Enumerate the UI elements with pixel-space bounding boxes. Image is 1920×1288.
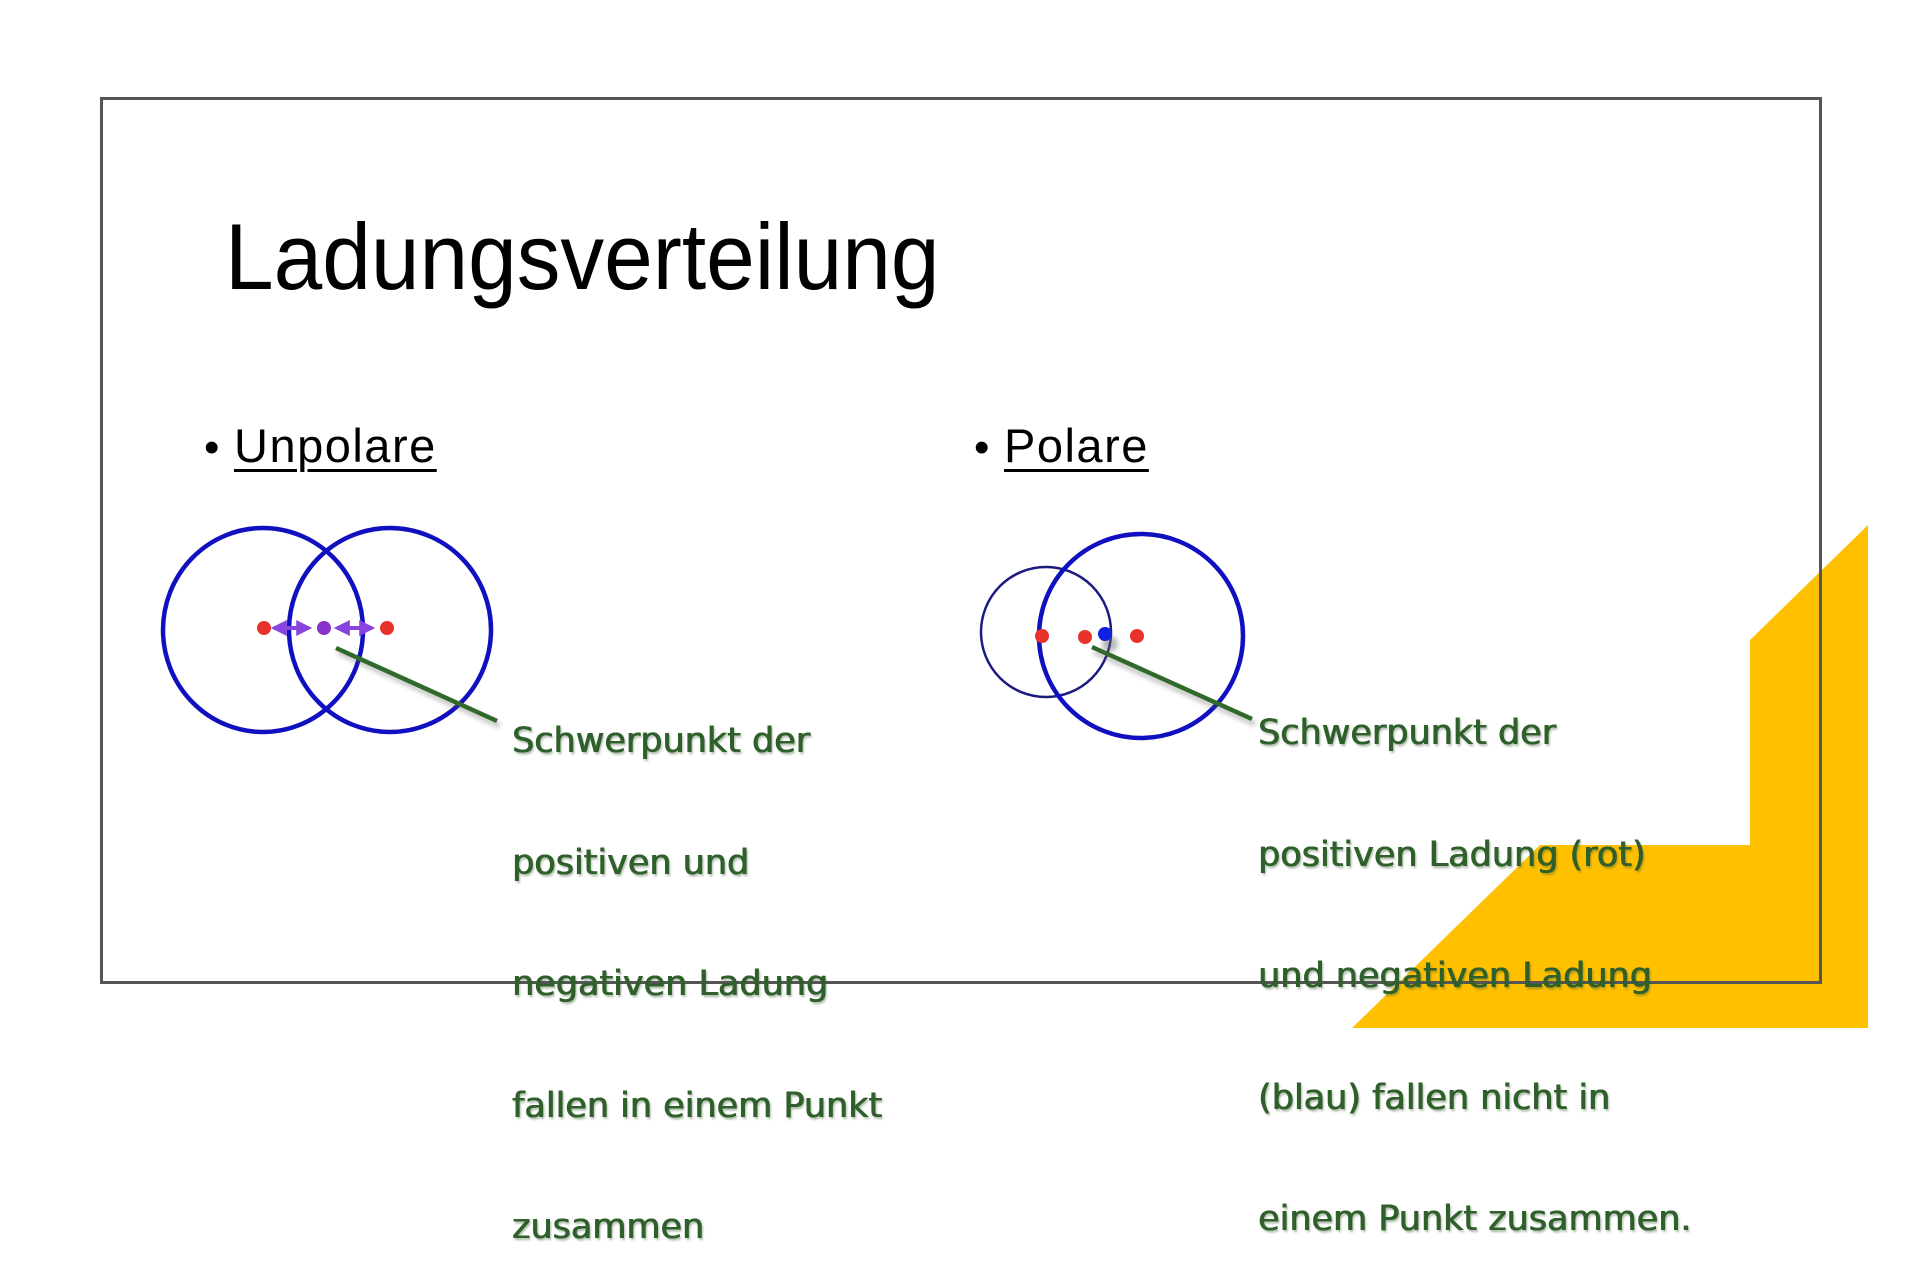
caption-line: positiven und: [512, 842, 750, 883]
caption-line: Schwerpunkt der: [1258, 713, 1557, 753]
bullet-unpolar: • Unpolare: [204, 422, 437, 471]
positive-charge-dot: [257, 621, 271, 635]
caption-line: fallen in einem Punkt: [512, 1085, 883, 1126]
caption-line: und negativen Ladung: [1258, 956, 1652, 996]
unpolar-molecule-diagram: [160, 525, 502, 735]
caption-line: einem Punkt zusammen.: [1258, 1199, 1692, 1239]
heading-polar: Polare: [1004, 419, 1149, 472]
accent-corner-shape: [1352, 525, 1868, 1028]
diagram-layer: [160, 525, 1257, 741]
pointer-line: [1091, 644, 1253, 722]
caption-line: Schwerpunkt der: [512, 721, 811, 761]
yellow-accent-polygon: [1352, 525, 1868, 1028]
heading-unpolar: Unpolare: [234, 419, 437, 472]
caption-line: zusammen: [512, 1207, 705, 1247]
caption-line: positiven Ladung (rot): [1258, 834, 1646, 875]
positive-charge-dot: [1078, 630, 1092, 644]
caption-line: negativen Ladung: [512, 964, 829, 1004]
bullet-icon: •: [204, 423, 220, 472]
slide-title: Ladungsverteilung: [225, 204, 940, 309]
bullet-icon: •: [974, 423, 990, 472]
negative-charge-dot: [1098, 627, 1112, 641]
positive-charge-dot: [380, 621, 394, 635]
caption-unpolar: Schwerpunkt der positiven und negativen …: [512, 640, 882, 1288]
centroid-dot: [317, 621, 331, 635]
polar-molecule-diagram: [979, 531, 1257, 741]
bullet-polar: • Polare: [974, 422, 1149, 471]
positive-charge-dot: [1035, 629, 1049, 643]
caption-line: (blau) fallen nicht in: [1258, 1077, 1611, 1118]
caption-polar: Schwerpunkt der positiven Ladung (rot) u…: [1258, 632, 1691, 1280]
pointer-line: [335, 645, 498, 724]
positive-charge-dot: [1130, 629, 1144, 643]
